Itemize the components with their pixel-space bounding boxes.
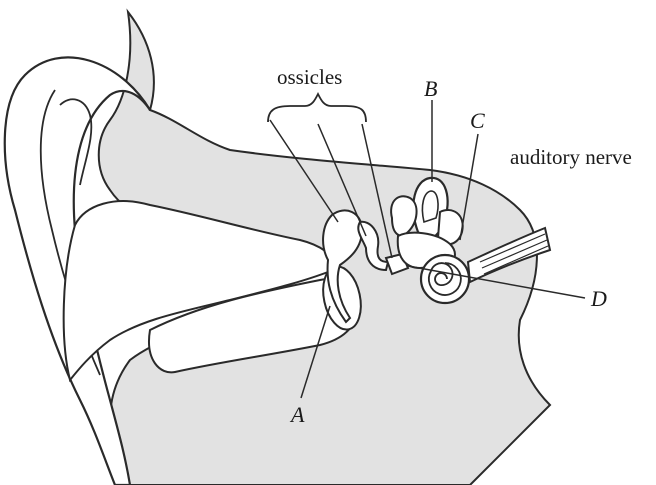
label-A: A [289,402,305,427]
label-C: C [470,108,485,133]
ossicles-bracket [268,94,366,122]
label-ossicles: ossicles [277,65,342,89]
semicircular-canal-1-hole [422,191,438,222]
label-D: D [590,286,607,311]
label-B: B [424,76,437,101]
label-auditory-nerve: auditory nerve [510,145,632,169]
